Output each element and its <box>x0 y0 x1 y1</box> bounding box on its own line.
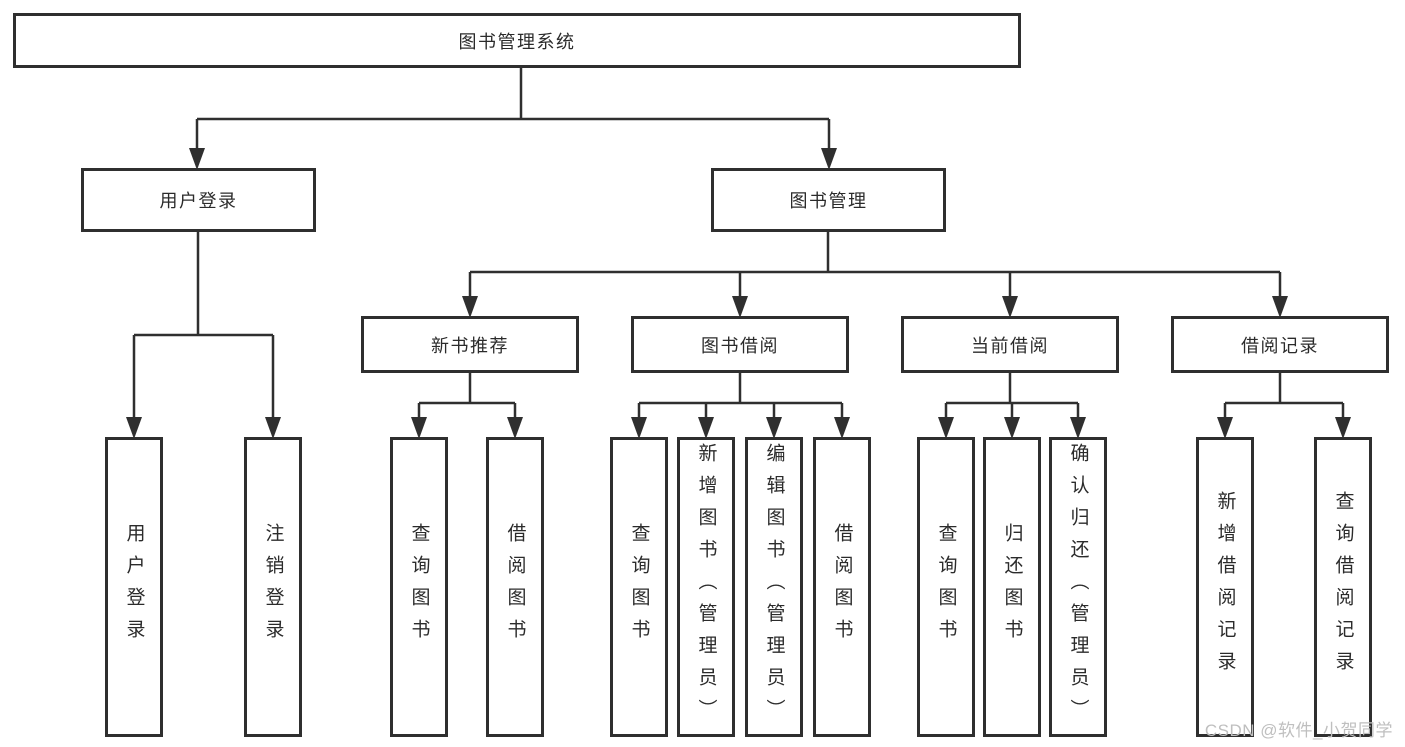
leaf-add-borrow-record: 新增借阅记录 <box>1196 437 1254 737</box>
leaf-query-book-2: 查询图书 <box>610 437 668 737</box>
leaf-user-login: 用户登录 <box>105 437 163 737</box>
leaf-query-book-1-label: 查询图书 <box>408 523 430 651</box>
leaf-return-book: 归还图书 <box>983 437 1041 737</box>
arrow-down-icon <box>265 417 281 439</box>
node-root: 图书管理系统 <box>13 13 1021 68</box>
node-book-borrow-label: 图书借阅 <box>701 335 779 356</box>
node-borrow-records-label: 借阅记录 <box>1241 335 1319 356</box>
node-book-management: 图书管理 <box>711 168 946 232</box>
arrow-down-icon <box>1002 296 1018 318</box>
node-root-label: 图书管理系统 <box>458 31 576 52</box>
arrow-down-icon <box>631 417 647 439</box>
leaf-add-borrow-record-label: 新增借阅记录 <box>1214 491 1236 683</box>
arrow-down-icon <box>126 417 142 439</box>
arrow-down-icon <box>1272 296 1288 318</box>
arrow-down-icon <box>821 148 837 170</box>
branch-book-borrow <box>631 373 850 439</box>
leaf-query-borrow-record-label: 查询借阅记录 <box>1332 491 1354 683</box>
arrow-down-icon <box>698 417 714 439</box>
node-current-borrow-label: 当前借阅 <box>971 335 1049 356</box>
node-new-book-recommend-label: 新书推荐 <box>431 335 509 356</box>
node-book-borrow: 图书借阅 <box>631 316 849 373</box>
leaf-borrow-book-1: 借阅图书 <box>486 437 544 737</box>
branch-book-management <box>462 232 1288 318</box>
node-borrow-records: 借阅记录 <box>1171 316 1389 373</box>
leaf-add-book-admin: 新增图书（管理员） <box>677 437 735 737</box>
node-new-book-recommend: 新书推荐 <box>361 316 579 373</box>
arrow-down-icon <box>1004 417 1020 439</box>
arrow-down-icon <box>1070 417 1086 439</box>
leaf-borrow-book-2-label: 借阅图书 <box>831 523 853 651</box>
leaf-query-book-2-label: 查询图书 <box>628 523 650 651</box>
branch-root <box>189 68 837 170</box>
leaf-return-book-label: 归还图书 <box>1001 523 1023 651</box>
branch-borrow-records <box>1217 373 1351 439</box>
branch-current-borrow <box>938 373 1086 439</box>
arrow-down-icon <box>189 148 205 170</box>
leaf-user-login-label: 用户登录 <box>123 523 145 651</box>
watermark: CSDN @软件_小贺同学 <box>1204 721 1393 740</box>
arrow-down-icon <box>1335 417 1351 439</box>
arrow-down-icon <box>507 417 523 439</box>
arrow-down-icon <box>766 417 782 439</box>
leaf-query-borrow-record: 查询借阅记录 <box>1314 437 1372 737</box>
node-current-borrow: 当前借阅 <box>901 316 1119 373</box>
arrow-down-icon <box>732 296 748 318</box>
leaf-borrow-book-2: 借阅图书 <box>813 437 871 737</box>
node-user-login: 用户登录 <box>81 168 316 232</box>
leaf-add-book-admin-label: 新增图书（管理员） <box>695 443 717 731</box>
leaf-edit-book-admin: 编辑图书（管理员） <box>745 437 803 737</box>
leaf-confirm-return-admin: 确认归还（管理员） <box>1049 437 1107 737</box>
arrow-down-icon <box>462 296 478 318</box>
leaf-logout: 注销登录 <box>244 437 302 737</box>
branch-new-book-recommend <box>411 373 523 439</box>
node-user-login-label: 用户登录 <box>159 191 238 211</box>
branch-user-login <box>126 232 281 439</box>
arrow-down-icon <box>834 417 850 439</box>
leaf-logout-label: 注销登录 <box>262 523 284 651</box>
leaf-query-book-3: 查询图书 <box>917 437 975 737</box>
arrow-down-icon <box>938 417 954 439</box>
arrow-down-icon <box>411 417 427 439</box>
node-book-management-label: 图书管理 <box>789 191 868 211</box>
leaf-edit-book-admin-label: 编辑图书（管理员） <box>763 443 785 731</box>
leaf-confirm-return-admin-label: 确认归还（管理员） <box>1067 443 1089 731</box>
leaf-query-book-1: 查询图书 <box>390 437 448 737</box>
leaf-query-book-3-label: 查询图书 <box>935 523 957 651</box>
arrow-down-icon <box>1217 417 1233 439</box>
leaf-borrow-book-1-label: 借阅图书 <box>504 523 526 651</box>
